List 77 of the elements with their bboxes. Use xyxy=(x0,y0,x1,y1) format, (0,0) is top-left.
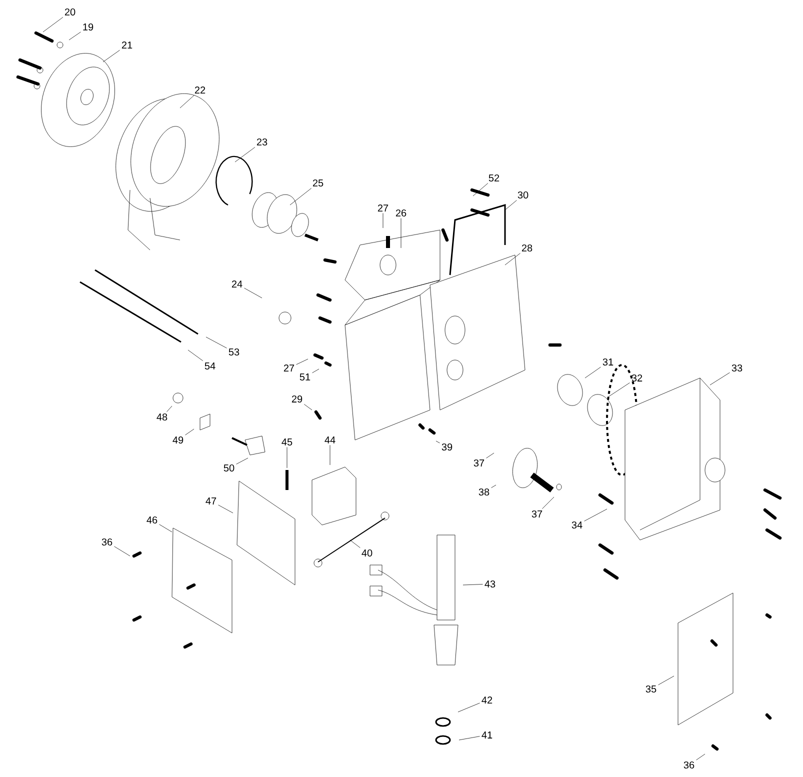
callout-number: 27 xyxy=(378,204,388,212)
callout-number: 31 xyxy=(602,358,614,366)
leader-line xyxy=(472,183,488,196)
leader-line xyxy=(290,188,312,206)
leader-line xyxy=(185,428,194,436)
callout-number: 43 xyxy=(484,580,496,588)
leader-line xyxy=(436,440,440,444)
leader-line xyxy=(658,676,674,686)
callout-number: 52 xyxy=(488,174,500,182)
leader-line xyxy=(710,372,730,386)
callout-number: 48 xyxy=(156,413,168,421)
leader-line xyxy=(236,458,248,464)
leader-line xyxy=(608,382,630,398)
leader-line xyxy=(458,736,480,740)
callout-number: 25 xyxy=(312,179,324,187)
leader-line xyxy=(304,404,312,410)
callout-number: 41 xyxy=(482,732,492,738)
callout-number: 36 xyxy=(684,761,694,769)
callout-number: 38 xyxy=(478,488,490,496)
callout-number: 24 xyxy=(232,280,242,288)
callout-number: 36 xyxy=(102,538,112,546)
leader-line xyxy=(286,446,288,468)
leader-line xyxy=(218,504,234,514)
callout-number: 33 xyxy=(732,364,742,372)
callout-number: 34 xyxy=(572,521,582,529)
leader-line xyxy=(458,702,480,712)
leader-line xyxy=(234,147,256,162)
callout-number: 21 xyxy=(122,42,132,48)
callout-number: 42 xyxy=(482,696,492,704)
callout-number: 54 xyxy=(204,362,216,370)
callout-number: 51 xyxy=(300,374,310,380)
callout-number: 37 xyxy=(474,459,484,467)
callout-number: 35 xyxy=(646,685,656,693)
leader-line xyxy=(504,253,520,266)
callout-number: 23 xyxy=(256,138,268,146)
callout-number: 29 xyxy=(292,395,302,403)
callout-number: 19 xyxy=(83,23,94,31)
callout-number: 53 xyxy=(228,348,240,356)
leader-line xyxy=(696,754,706,760)
callout-number: 40 xyxy=(362,549,372,557)
leader-line xyxy=(206,336,227,348)
leader-line xyxy=(166,406,172,412)
leader-line xyxy=(382,212,384,228)
leader-line xyxy=(486,452,494,458)
callout-number: 26 xyxy=(396,209,406,217)
leader-line xyxy=(296,358,308,365)
leader-line xyxy=(159,524,172,532)
leader-line xyxy=(584,508,608,522)
leader-line xyxy=(102,50,120,62)
leader-line xyxy=(312,368,320,374)
callout-number: 37 xyxy=(532,510,542,518)
leader-line xyxy=(180,94,194,108)
callout-number: 39 xyxy=(442,443,452,451)
callout-number: 49 xyxy=(172,436,184,444)
callout-number: 32 xyxy=(632,374,642,382)
callout-number: 20 xyxy=(64,8,76,16)
leader-line xyxy=(584,366,601,378)
leader-line xyxy=(188,350,204,361)
callout-number: 28 xyxy=(522,244,532,252)
leader-line xyxy=(491,484,496,488)
callout-number: 30 xyxy=(518,191,528,199)
leader-line xyxy=(114,546,130,556)
callout-number: 22 xyxy=(194,86,206,94)
leader-line xyxy=(350,540,360,548)
leader-line xyxy=(400,218,402,248)
callout-number: 47 xyxy=(206,498,216,504)
callout-number: 45 xyxy=(282,438,292,446)
leader-line xyxy=(504,200,517,210)
leader-line xyxy=(68,32,81,40)
leader-line xyxy=(542,496,554,509)
callout-number: 50 xyxy=(224,464,234,472)
callout-number: 27 xyxy=(284,364,294,372)
callout-number: 46 xyxy=(146,516,158,524)
leader-line xyxy=(462,584,483,586)
leader-line xyxy=(42,17,64,32)
leader-line xyxy=(244,288,262,298)
callout-number: 44 xyxy=(324,436,336,444)
